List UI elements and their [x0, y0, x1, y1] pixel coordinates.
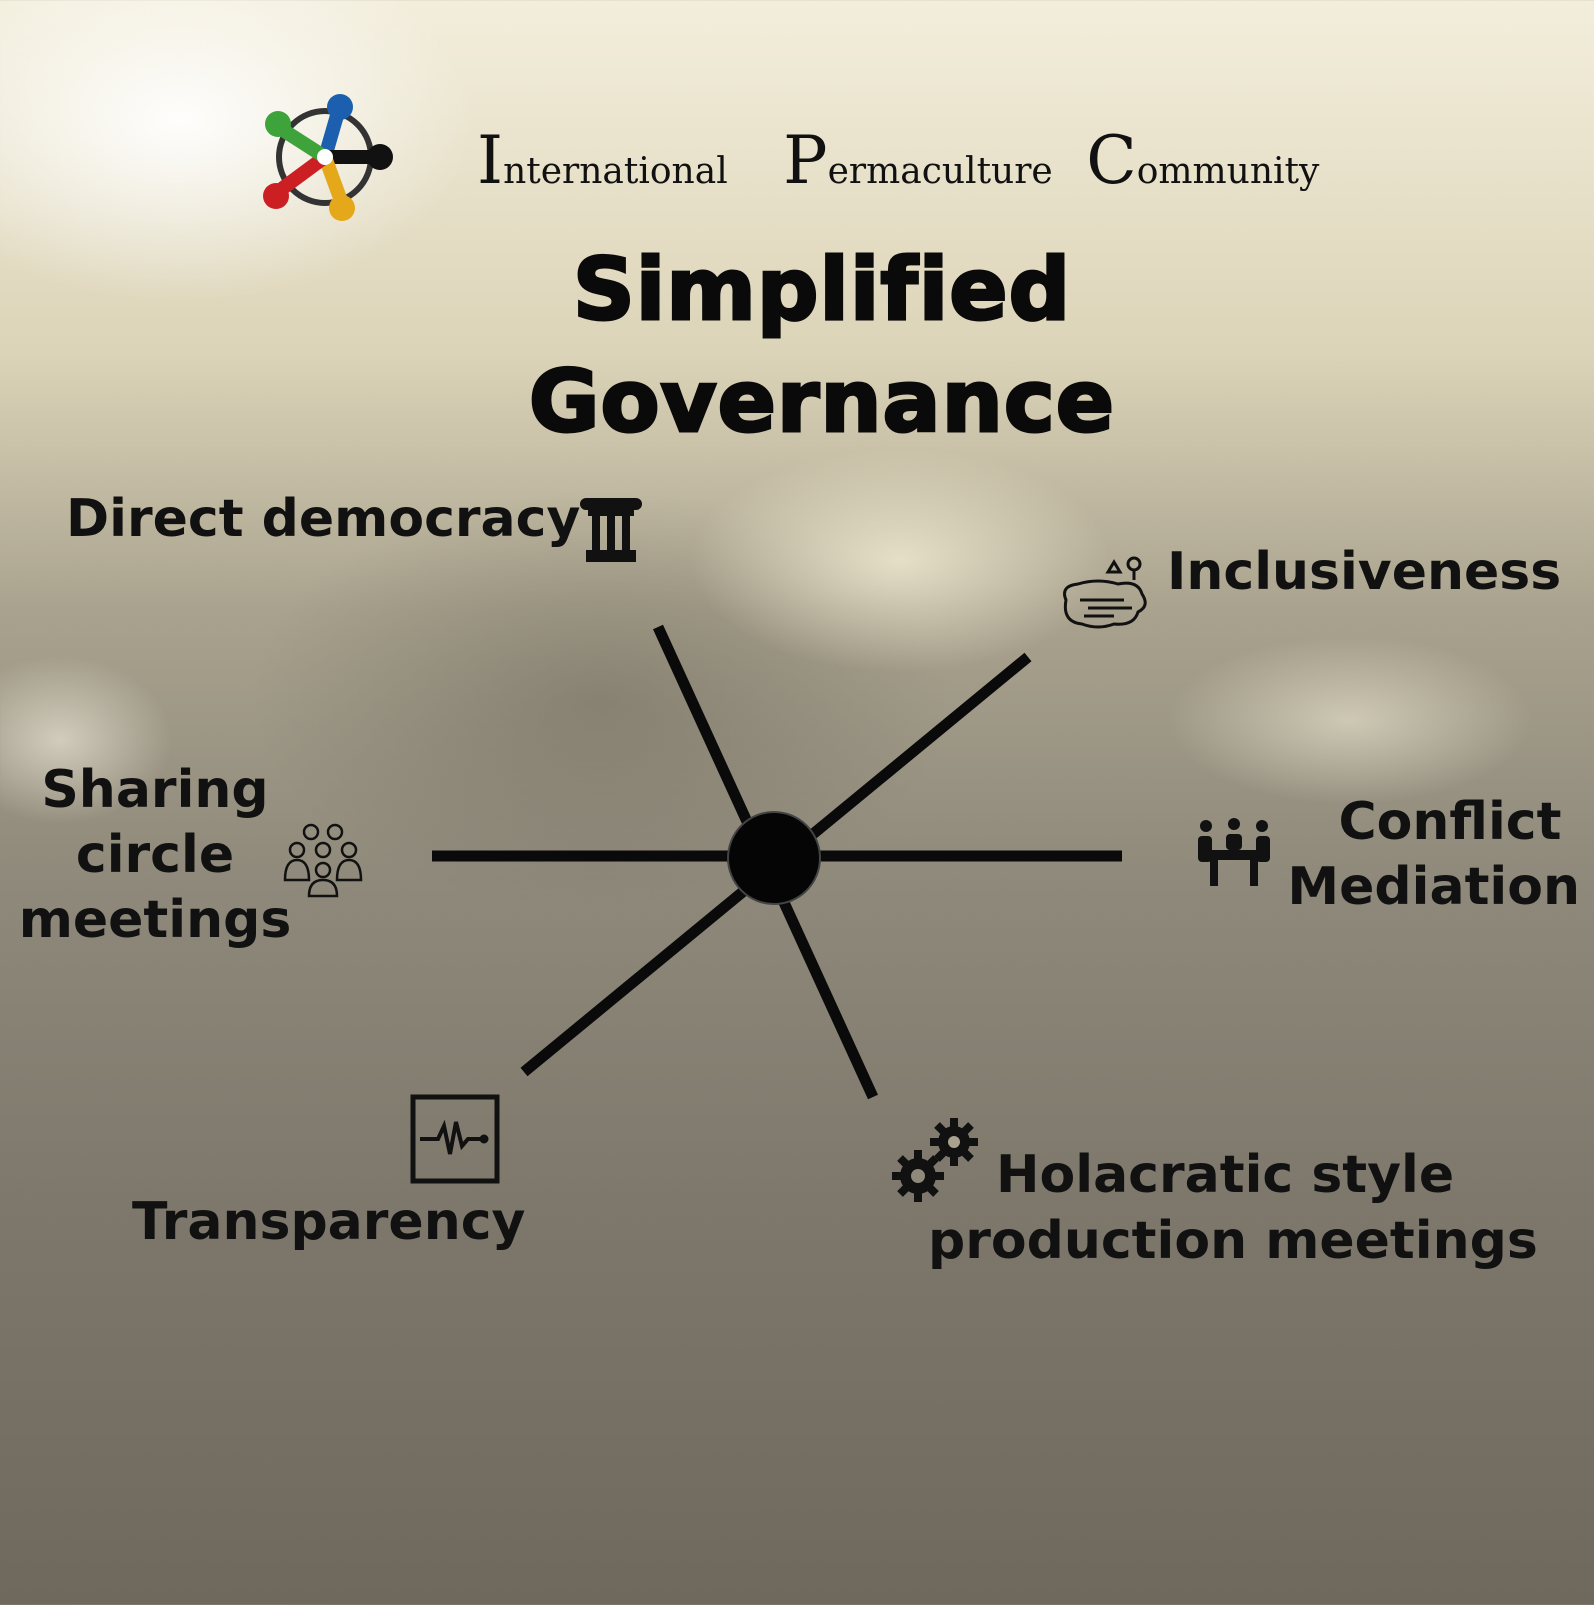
community-logo: [263, 94, 393, 221]
label-line: circle: [75, 825, 235, 885]
org-word-2: Permaculture: [783, 122, 1053, 199]
organization-name: International Permaculture Community: [455, 122, 1341, 199]
org-word-1: International: [477, 122, 728, 199]
label-line: meetings: [18, 890, 292, 950]
org-word-rest: nternational: [503, 151, 728, 192]
pillar-icon: [580, 498, 642, 562]
label-transparency: Transparency: [132, 1192, 526, 1252]
org-word-rest: ommunity: [1136, 151, 1320, 192]
org-initial: I: [477, 122, 504, 199]
gears-icon: [892, 1118, 978, 1202]
inclusion-icon: [1063, 556, 1147, 629]
meeting-table-icon: [1198, 818, 1270, 886]
org-word-rest: ermaculture: [827, 151, 1053, 192]
org-word-3: Community: [1086, 122, 1320, 199]
pulse-monitor-icon: [410, 1094, 500, 1184]
org-initial: P: [783, 122, 828, 199]
title-line-2: Governance: [527, 351, 1116, 454]
label-holacratic-line-1: Holacratic style: [996, 1145, 1455, 1205]
label-line: Sharing: [41, 760, 269, 820]
label-conflict-mediation: Conflict Mediation: [1280, 790, 1580, 920]
label-direct-democracy: Direct democracy: [66, 489, 581, 549]
label-line: Mediation: [1287, 857, 1580, 917]
label-line: Conflict: [1338, 792, 1562, 852]
org-name-word: International: [455, 122, 750, 199]
hub-circle: [727, 811, 821, 905]
label-sharing-circle-meetings: Sharing circle meetings: [10, 758, 300, 953]
label-holacratic-line-2: production meetings: [928, 1211, 1538, 1271]
group-icon: [283, 823, 363, 898]
org-initial: C: [1086, 122, 1137, 199]
title-line-1: Simplified: [571, 239, 1072, 342]
label-inclusiveness: Inclusiveness: [1167, 542, 1562, 602]
